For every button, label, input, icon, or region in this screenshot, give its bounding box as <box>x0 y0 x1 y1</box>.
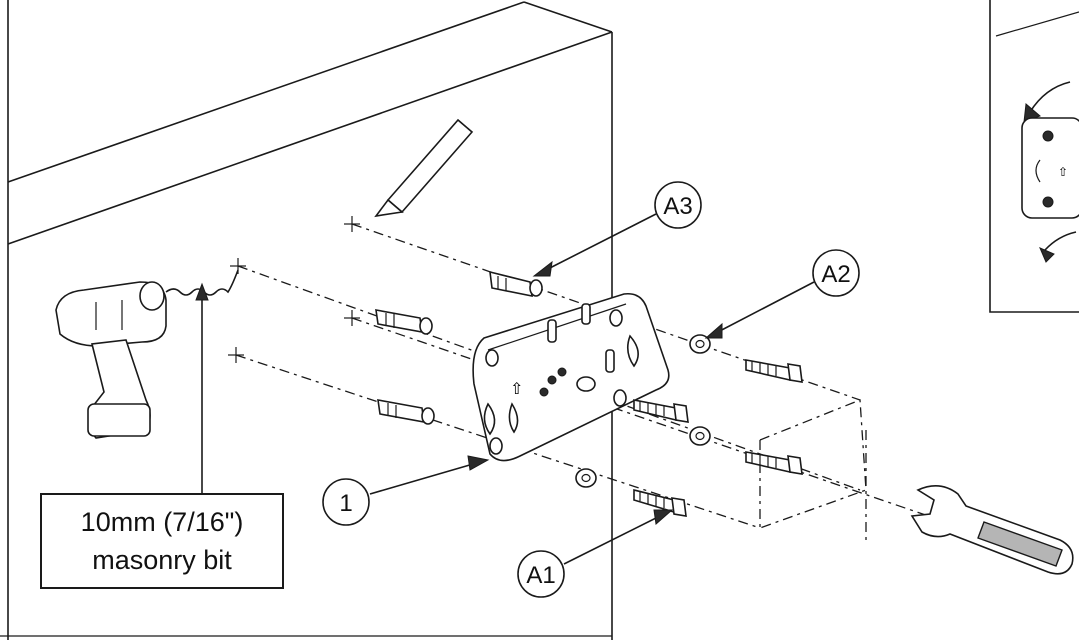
callout-a1-label: A1 <box>526 562 555 589</box>
lag-screws <box>633 359 803 517</box>
wrench-icon <box>910 485 1074 575</box>
lag-screw <box>633 488 687 517</box>
wall-anchor <box>377 399 435 425</box>
callout-a2: A2 <box>812 249 860 297</box>
callout-1-label: 1 <box>339 490 352 517</box>
drill-bit-label-box: 10mm (7/16") masonry bit <box>40 493 284 589</box>
svg-text:⇧: ⇧ <box>1058 165 1068 179</box>
lag-screw <box>633 399 689 423</box>
lag-screw <box>745 359 803 383</box>
callout-1: 1 <box>322 478 370 526</box>
callout-a3: A3 <box>654 181 702 229</box>
drill-bit-type: masonry bit <box>92 545 232 575</box>
callout-a2-label: A2 <box>821 261 850 288</box>
wall-anchor <box>489 270 543 298</box>
callout-a3-label: A3 <box>663 193 692 220</box>
wall-anchors <box>375 270 543 425</box>
rotate-arrow-icon <box>1039 247 1055 263</box>
lag-screw <box>745 451 803 475</box>
drill-icon <box>55 269 239 439</box>
pencil-icon <box>374 118 474 218</box>
callout-a1: A1 <box>517 550 565 598</box>
drill-bit-size: 10mm (7/16") <box>80 507 244 537</box>
callout-leaders <box>369 213 815 565</box>
wall-anchor <box>375 309 433 335</box>
svg-text:⇧: ⇧ <box>510 379 523 398</box>
inset-detail: ⇧ <box>989 0 1079 313</box>
washers <box>575 334 711 488</box>
bit-pointer <box>195 282 209 493</box>
drill-hole-marks <box>228 216 360 363</box>
mounting-bracket: ⇧ <box>472 292 670 462</box>
